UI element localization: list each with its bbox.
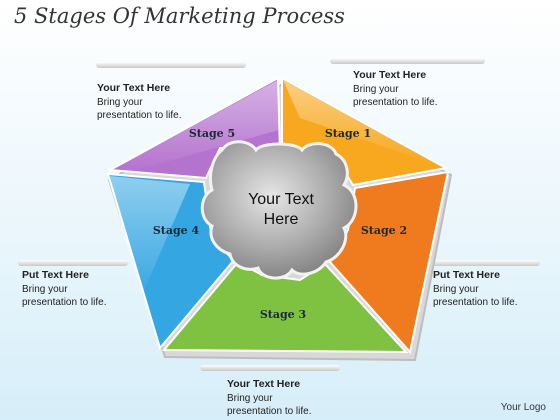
stage-5-label: Stage 5 <box>189 127 235 140</box>
callout-left: Put Text Here Bring your presentation to… <box>22 269 107 309</box>
callout-heading: Put Text Here <box>22 269 89 281</box>
callout-rule-left <box>18 260 128 266</box>
callout-bottom: Your Text Here Bring your presentation t… <box>227 378 312 418</box>
callout-right: Put Text Here Bring your presentation to… <box>433 269 518 309</box>
callout-heading: Your Text Here <box>227 378 301 390</box>
center-puzzle-piece <box>200 140 358 280</box>
callout-rule-right <box>425 260 540 266</box>
stage-2-label: Stage 2 <box>361 224 407 237</box>
page-title: 5 Stages Of Marketing Process <box>14 4 345 28</box>
center-text-line-1: Your Text <box>248 191 314 208</box>
callout-rule-top-right <box>330 58 485 64</box>
logo: Your Logo <box>500 402 546 413</box>
stage-1-shine <box>283 80 440 166</box>
callout-top-left: Your Text Here Bring your presentation t… <box>97 82 182 122</box>
callout-heading: Your Text Here <box>97 82 171 94</box>
callout-rule-top-left <box>96 62 246 68</box>
callout-heading: Your Text Here <box>353 69 427 81</box>
stage-1-label: Stage 1 <box>325 127 371 140</box>
callout-body: Bring your presentation to life. <box>22 284 107 308</box>
center-text-line-2: Here <box>264 211 299 228</box>
stage-3-label: Stage 3 <box>260 308 306 321</box>
callout-body: Bring your presentation to life. <box>227 393 312 417</box>
stage-5-shine <box>112 80 279 172</box>
callout-heading: Put Text Here <box>433 269 500 281</box>
stage-4-shine <box>110 176 190 300</box>
callout-body: Bring your presentation to life. <box>97 97 182 121</box>
stage-4-label: Stage 4 <box>153 224 200 237</box>
callout-body: Bring your presentation to life. <box>433 284 518 308</box>
callout-top-right: Your Text Here Bring your presentation t… <box>353 69 438 109</box>
callout-body: Bring your presentation to life. <box>353 84 438 108</box>
callout-rule-bottom <box>200 365 340 371</box>
